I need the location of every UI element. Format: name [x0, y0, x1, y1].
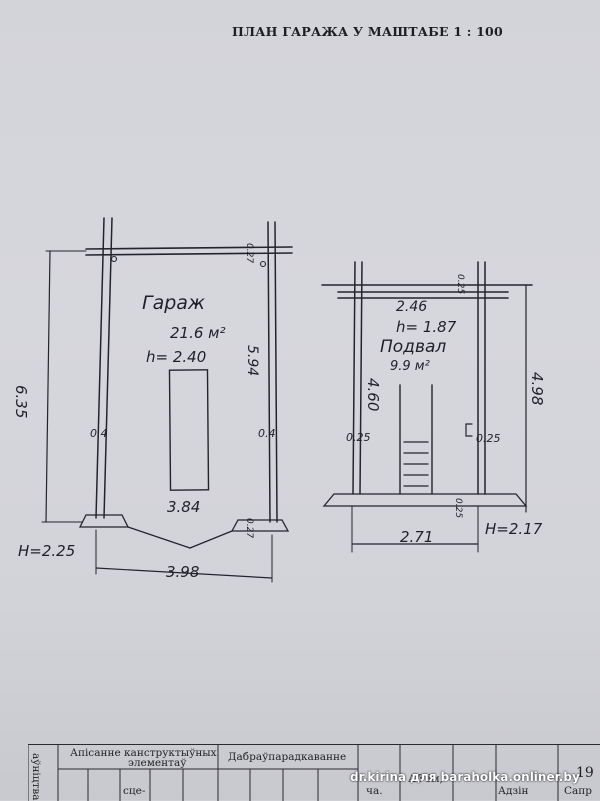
table-grid — [28, 745, 559, 801]
basement-name-label: Подвал — [380, 337, 446, 357]
garage-ground-height-label: H=2.25 — [18, 542, 75, 560]
summary-table: аўніцтва Апісанне канструктыўных элемент… — [28, 744, 600, 801]
table-col-f: Сапр — [564, 785, 593, 797]
table-col-e: Адзін — [498, 785, 529, 797]
garage-area-label: 21.6 м² — [170, 324, 226, 342]
table-col-d: Аб'ём, — [408, 773, 443, 785]
table-col-c: ча. — [366, 785, 383, 797]
basement-top-width-label: 2.46 — [396, 299, 427, 315]
basement-area-label: 9.9 м² — [390, 359, 430, 374]
basement-height-label: h= 1.87 — [396, 318, 457, 336]
basement-bottom-corner-label: 0.25 — [453, 498, 463, 518]
table-col-b: сце- — [123, 785, 146, 797]
garage-outer-width-label: 3.98 — [166, 563, 199, 581]
table-col-a: аўніцтва — [30, 753, 42, 801]
basement-top-corner-label: 0.25 — [455, 274, 465, 294]
garage-plan — [41, 217, 293, 583]
basement-right-wall-label: 0.25 — [476, 432, 501, 445]
page-number-fragment: 19 — [576, 765, 594, 781]
garage-height-label: h= 2.40 — [146, 348, 206, 366]
garage-left-length-label: 6.35 — [12, 385, 30, 418]
basement-plan — [321, 261, 533, 553]
garage-top-corner-label: 0.27 — [244, 243, 254, 263]
garage-name-label: Гараж — [142, 292, 205, 314]
garage-left-wall-label: 0.4 — [90, 427, 108, 440]
basement-left-wall-label: 0.25 — [346, 431, 371, 444]
garage-right-length-label: 5.94 — [244, 345, 260, 376]
watermark-text: dr.kirina для baraholka.onliner.by — [350, 770, 580, 784]
table-header-improvement: Дабраўпарадкаванне — [228, 751, 347, 763]
garage-bottom-corner-label: 0.27 — [244, 518, 254, 538]
garage-right-wall-label: 0.4 — [258, 427, 276, 440]
basement-outer-length-label: 4.98 — [528, 372, 546, 405]
table-header-constructive: Апісанне канструктыўных — [70, 747, 217, 759]
basement-inner-length-label: 4.60 — [364, 378, 382, 411]
plan-title: ПЛАН ГАРАЖА У МАШТАБЕ 1 : 100 — [232, 24, 503, 39]
basement-bottom-width-label: 2.71 — [400, 528, 433, 546]
basement-ground-height-label: H=2.17 — [485, 520, 543, 538]
garage-inner-width-label: 3.84 — [167, 498, 200, 516]
table-header-constructive-2: элементаў — [128, 757, 187, 769]
